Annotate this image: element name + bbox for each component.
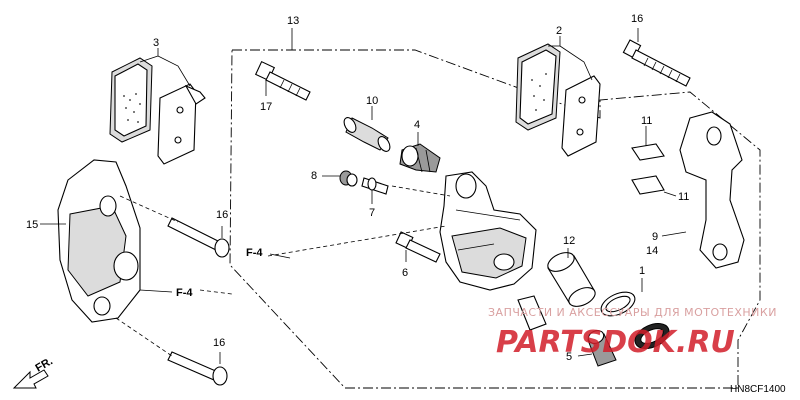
callout-11-top: 11	[641, 115, 652, 127]
callout-12: 12	[563, 235, 575, 247]
caliper-assembly-15	[57, 159, 141, 323]
callout-5: 5	[566, 351, 572, 363]
callout-10: 10	[366, 95, 378, 107]
brake-pad-set-2	[515, 43, 601, 157]
retainer-clip-11a	[631, 143, 665, 161]
callout-9: 9	[652, 231, 658, 243]
boot-4	[399, 143, 441, 173]
callout-4: 4	[414, 119, 420, 131]
callout-6: 6	[402, 267, 408, 279]
callout-16-bottom: 16	[213, 337, 225, 349]
callout-14: 14	[646, 245, 658, 257]
callout-15: 15	[26, 219, 38, 231]
callout-8: 8	[311, 170, 317, 182]
callout-11-bottom: 11	[678, 191, 689, 203]
bolt-17	[254, 60, 311, 101]
callout-17: 17	[260, 101, 272, 113]
caliper-bracket-9	[679, 111, 745, 269]
bleeder-cap-8	[339, 170, 358, 187]
callout-16-top: 16	[631, 13, 643, 25]
callout-13: 13	[287, 15, 299, 27]
caliper-body-center	[439, 171, 537, 291]
bleeder-screw-7	[361, 177, 389, 195]
piston-seal-1	[600, 291, 636, 317]
watermark-tagline: ЗАПЧАСТИ И АКСЕССУАРЫ ДЛЯ МОТОТЕХНИКИ	[488, 306, 777, 319]
ref-fr: FR.	[34, 355, 55, 374]
callout-1: 1	[639, 265, 645, 277]
dust-seal-14	[634, 322, 670, 350]
bolt-16-bottom	[167, 351, 228, 386]
brake-pad-set-3	[109, 57, 206, 165]
piston-12	[547, 252, 596, 307]
diagram-code: HN8CF1400	[730, 384, 786, 395]
retainer-clip-11b	[631, 175, 665, 195]
ref-f4-center: F-4	[246, 247, 263, 259]
pin-5	[517, 295, 617, 367]
bolt-6	[395, 231, 441, 263]
callout-3: 3	[153, 37, 159, 49]
front-arrow-icon	[12, 369, 49, 389]
bolt-16-top	[622, 39, 691, 87]
callout-2: 2	[556, 25, 562, 37]
pin-boot-10	[343, 117, 391, 152]
bolt-16-middle	[167, 217, 230, 258]
callout-16-middle: 16	[216, 209, 228, 221]
watermark-logo: PARTSDOK.RU	[496, 325, 735, 360]
callout-7: 7	[369, 207, 375, 219]
ref-f4-left: F-4	[176, 287, 193, 299]
